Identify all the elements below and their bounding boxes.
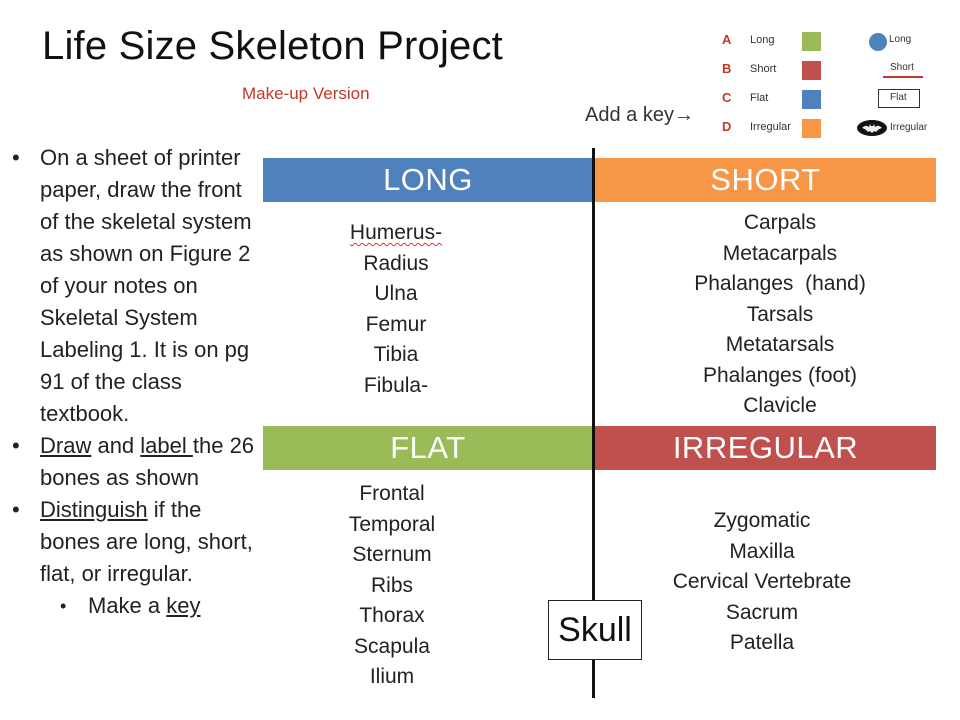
- long-bones-list: Humerus- Radius Ulna Femur Tibia Fibula-: [296, 218, 496, 401]
- instruction-text: the 26 bones as shown: [40, 433, 255, 490]
- key-label: Irregular: [750, 121, 791, 133]
- bone-item: Frontal: [359, 482, 425, 505]
- color-swatch-green: [802, 32, 821, 51]
- instruction-item: Draw and label the 26 bones as shown: [10, 430, 262, 494]
- bone-item: Maxilla: [729, 539, 795, 563]
- key-letter: D: [722, 119, 732, 134]
- symbol-label: Short: [890, 62, 914, 73]
- box-outline-icon: [878, 89, 920, 108]
- irregular-bones-list: Zygomatic Maxilla Cervical Vertebrate Sa…: [642, 506, 882, 659]
- header-irregular: IRREGULAR: [595, 426, 936, 470]
- bone-item: Femur: [365, 312, 427, 336]
- skull-box: Skull: [548, 600, 642, 660]
- bone-item: Ribs: [370, 573, 413, 597]
- color-swatch-blue: [802, 90, 821, 109]
- bone-item: Temporal: [348, 512, 436, 536]
- key-row-long: A Long: [722, 32, 832, 52]
- flat-bones-list: Frontal Temporal Sternum Ribs Thorax Sca…: [292, 479, 492, 693]
- instructions-list: On a sheet of printer paper, draw the fr…: [10, 142, 262, 622]
- key-letter: B: [722, 61, 732, 76]
- symbol-row-flat: Flat: [878, 89, 920, 111]
- short-bones-list: Carpals Metacarpals Phalanges (hand) Tar…: [660, 208, 900, 422]
- color-swatch-orange: [802, 119, 821, 138]
- bone-item: Sternum: [352, 543, 432, 566]
- header-long: LONG: [263, 158, 593, 202]
- bone-item: Phalanges (hand): [694, 272, 866, 295]
- instruction-item: On a sheet of printer paper, draw the fr…: [10, 142, 262, 430]
- bone-item: Metacarpals: [722, 241, 838, 265]
- red-underline-icon: [883, 76, 923, 78]
- header-flat: FLAT: [263, 426, 593, 470]
- bone-item: Ilium: [369, 665, 415, 688]
- bone-item: Cervical Vertebrate: [672, 570, 852, 593]
- symbol-label: Irregular: [890, 122, 928, 133]
- bone-item: Tarsals: [746, 302, 814, 326]
- key-label: Flat: [750, 92, 769, 104]
- bone-item: Patella: [729, 631, 795, 654]
- color-swatch-red: [802, 61, 821, 80]
- distinguish-text: Distinguish: [40, 497, 148, 522]
- bone-item: Clavicle: [743, 394, 817, 417]
- bone-item: Humerus-: [349, 221, 443, 244]
- bone-item: Zygomatic: [713, 509, 811, 532]
- instruction-subitem: Make a key: [10, 590, 262, 622]
- key-label: Long: [750, 34, 775, 46]
- key-text: key: [166, 593, 201, 618]
- center-divider: [592, 148, 595, 698]
- symbol-label: Flat: [890, 92, 907, 103]
- bone-item: Thorax: [359, 604, 425, 627]
- draw-text: Draw: [40, 433, 92, 458]
- bone-item: Tibia: [373, 343, 419, 366]
- bone-item: Metatarsals: [725, 333, 835, 356]
- header-short: SHORT: [595, 158, 936, 202]
- key-row-flat: C Flat: [722, 90, 832, 110]
- key-row-short: B Short: [722, 61, 832, 81]
- add-key-label: Add a key→: [585, 104, 694, 126]
- bone-item: Radius: [363, 251, 429, 275]
- page-title: Life Size Skeleton Project: [42, 24, 504, 68]
- bone-item: Sacrum: [725, 600, 799, 624]
- bone-item: Phalanges (foot): [702, 363, 858, 387]
- symbol-label: Long: [889, 34, 912, 45]
- key-letter: C: [722, 90, 732, 105]
- bone-item: Fibula-: [363, 373, 429, 397]
- bone-item: Scapula: [354, 634, 430, 658]
- key-letter: A: [722, 32, 732, 47]
- key-row-irregular: D Irregular: [722, 119, 832, 139]
- blue-circle-icon: [869, 33, 887, 51]
- instruction-text: and: [91, 433, 141, 458]
- page-subtitle: Make-up Version: [242, 84, 370, 103]
- bone-item: Carpals: [743, 211, 817, 234]
- instruction-text: if the bones are long, short, flat, or i…: [40, 497, 253, 586]
- bat-icon: [857, 120, 887, 136]
- instruction-text: On a sheet of printer paper, draw the fr…: [40, 145, 252, 426]
- label-text: label: [140, 433, 193, 458]
- bone-item: Ulna: [374, 282, 418, 305]
- instruction-text: Make a: [88, 593, 167, 618]
- key-label: Short: [750, 63, 777, 75]
- instruction-item: Distinguish if the bones are long, short…: [10, 494, 262, 590]
